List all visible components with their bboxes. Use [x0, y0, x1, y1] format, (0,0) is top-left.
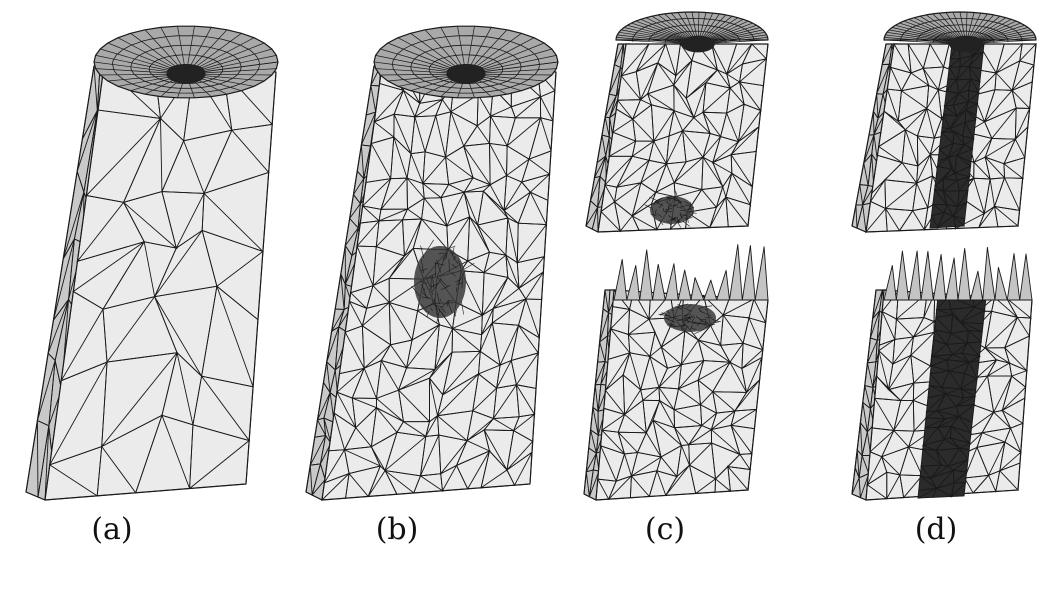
panel-b-mesh: [306, 26, 558, 500]
panel-c-label: (c): [625, 512, 705, 547]
mesh-top-cap: [374, 26, 558, 98]
dense-core-spot: [949, 36, 983, 53]
panel-d-label: (d): [896, 512, 976, 547]
dense-core-spot: [166, 64, 205, 84]
panel-c-bottom-mesh: [584, 245, 768, 500]
panel-a-mesh: [26, 26, 278, 500]
panel-c-top-mesh: [586, 12, 768, 232]
panel-d-bottom-mesh: [852, 247, 1032, 500]
jagged-cut-edge: [884, 247, 1032, 300]
jagged-cut-edge: [614, 245, 768, 300]
dense-core-spot: [446, 64, 485, 84]
panel-d-top-mesh: [852, 12, 1036, 232]
dense-core-spot: [681, 36, 715, 53]
panel-a-label: (a): [72, 512, 152, 547]
panel-b-label: (b): [357, 512, 437, 547]
mesh-top-cap: [94, 26, 278, 98]
